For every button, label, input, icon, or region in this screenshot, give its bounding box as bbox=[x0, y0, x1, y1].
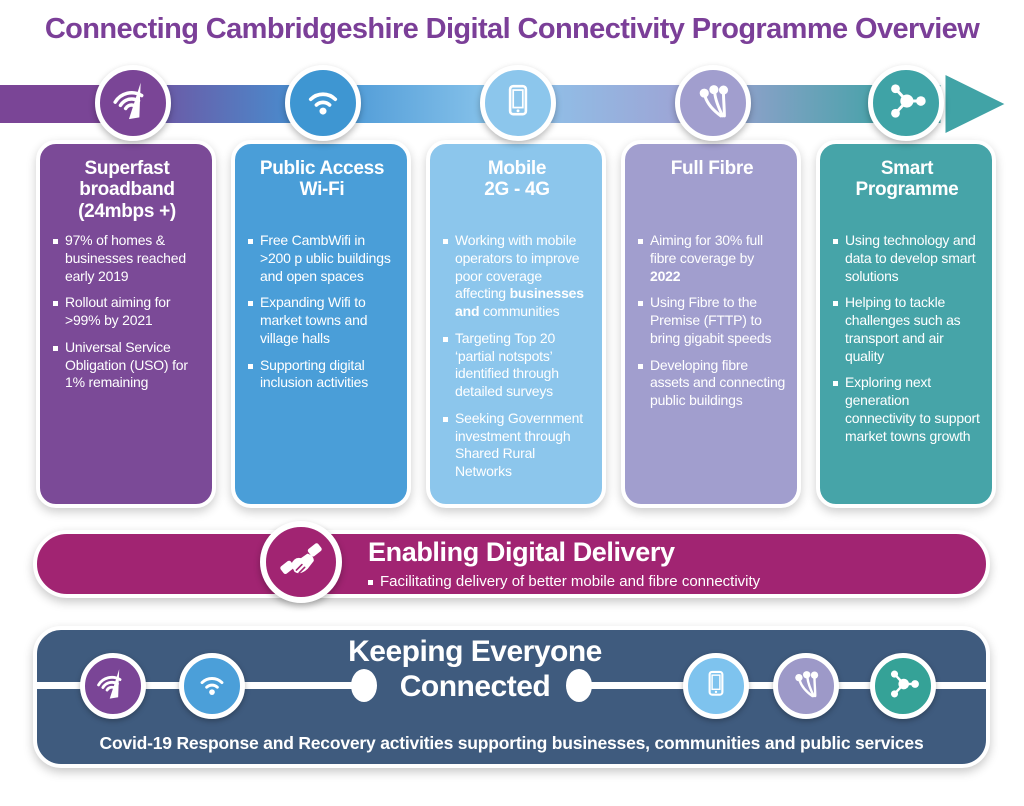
enabling-title: Enabling Digital Delivery bbox=[368, 537, 675, 567]
list-item: Exploring next generation connectivity t… bbox=[833, 374, 981, 445]
bullet-marker bbox=[248, 301, 253, 307]
card-title: Mobile 2G - 4G bbox=[484, 158, 550, 201]
fibre-strands-icon bbox=[692, 80, 734, 127]
list-item: Helping to tackle challenges such as tra… bbox=[833, 294, 981, 365]
list-item: Supporting digital inclusion activities bbox=[248, 357, 396, 393]
bullet-marker bbox=[53, 301, 58, 307]
enabling-bullet: Facilitating delivery of better mobile a… bbox=[368, 573, 760, 590]
bullet-marker bbox=[833, 381, 838, 387]
public-wifi-badge-small bbox=[179, 653, 245, 719]
enabling-badge bbox=[260, 521, 342, 603]
superfast-broadband-badge-small bbox=[80, 653, 146, 719]
card-title: Superfast broadband (24mbps +) bbox=[78, 158, 176, 222]
bullet-marker bbox=[833, 239, 838, 244]
list-item: Working with mobile operators to improve… bbox=[443, 232, 591, 321]
smartphone-icon bbox=[497, 80, 539, 127]
bullet-marker bbox=[248, 363, 253, 369]
arrow-right-icon bbox=[938, 62, 1018, 151]
smartphone-icon bbox=[699, 667, 733, 706]
network-nodes-icon bbox=[885, 80, 927, 127]
list-item: Targeting Top 20 ‘partial notspots’ iden… bbox=[443, 330, 591, 401]
wifi-speed-icon bbox=[112, 80, 154, 127]
list-item: Developing fibre assets and connecting p… bbox=[638, 357, 786, 410]
card-title: Public Access Wi-Fi bbox=[259, 158, 385, 201]
bullet-marker bbox=[833, 301, 838, 307]
public-wifi-badge bbox=[285, 65, 361, 141]
list-item: 97% of homes & businesses reached early … bbox=[53, 232, 201, 285]
bullet-marker bbox=[638, 301, 643, 307]
keeping-everyone-connected-banner: Keeping Everyone Connected bbox=[33, 626, 990, 768]
wifi-icon bbox=[195, 667, 229, 706]
enabling-digital-delivery-banner bbox=[33, 530, 990, 598]
list-item: Seeking Government investment through Sh… bbox=[443, 410, 591, 481]
list-item: Universal Service Obligation (USO) for 1… bbox=[53, 339, 201, 392]
smart-programme-badge bbox=[868, 65, 944, 141]
covid-response-text: Covid-19 Response and Recovery activitie… bbox=[99, 733, 924, 753]
mobile-badge-small bbox=[683, 653, 749, 719]
fibre-strands-icon bbox=[789, 667, 823, 706]
handshake-icon bbox=[279, 538, 323, 587]
bullet-marker bbox=[53, 345, 58, 351]
bullet-marker bbox=[53, 239, 58, 244]
list-item: Rollout aiming for >99% by 2021 bbox=[53, 294, 201, 330]
bullet-marker bbox=[443, 416, 448, 422]
card-public-access-wifi: Public Access Wi-Fi Free CambWifi in >20… bbox=[231, 140, 411, 508]
superfast-broadband-badge bbox=[95, 65, 171, 141]
list-item: Expanding Wifi to market towns and villa… bbox=[248, 294, 396, 347]
connector-dot bbox=[351, 669, 377, 702]
card-mobile-2g-4g: Mobile 2G - 4G Working with mobile opera… bbox=[426, 140, 606, 508]
list-item: Aiming for 30% full fibre coverage by 20… bbox=[638, 232, 786, 285]
mobile-badge bbox=[480, 65, 556, 141]
bullet-marker bbox=[638, 363, 643, 369]
full-fibre-badge-small bbox=[773, 653, 839, 719]
wifi-speed-icon bbox=[96, 667, 130, 706]
list-item: Using technology and data to develop sma… bbox=[833, 232, 981, 285]
bullet-marker bbox=[443, 239, 448, 244]
card-superfast-broadband: Superfast broadband (24mbps +) 97% of ho… bbox=[36, 140, 216, 508]
full-fibre-badge bbox=[675, 65, 751, 141]
connector-dot bbox=[566, 669, 592, 702]
smart-programme-badge-small bbox=[870, 653, 936, 719]
list-item: Free CambWifi in >200 p ublic buildings … bbox=[248, 232, 396, 285]
bullet-marker bbox=[368, 580, 373, 585]
keeping-title: Keeping Everyone Connected bbox=[348, 635, 602, 703]
card-title: Full Fibre bbox=[670, 158, 754, 179]
bullet-marker bbox=[638, 239, 643, 244]
card-title: Smart Programme bbox=[855, 158, 959, 201]
page-title: Connecting Cambridgeshire Digital Connec… bbox=[44, 13, 980, 45]
wifi-icon bbox=[302, 80, 344, 127]
list-item: Using Fibre to the Premise (FTTP) to bri… bbox=[638, 294, 786, 347]
bullet-marker bbox=[248, 239, 253, 244]
card-full-fibre: Full Fibre Aiming for 30% full fibre cov… bbox=[621, 140, 801, 508]
network-nodes-icon bbox=[886, 667, 920, 706]
bullet-marker bbox=[443, 336, 448, 342]
enabling-text-block: Enabling Digital Delivery Facilitating d… bbox=[368, 537, 760, 590]
card-smart-programme: Smart Programme Using technology and dat… bbox=[816, 140, 996, 508]
